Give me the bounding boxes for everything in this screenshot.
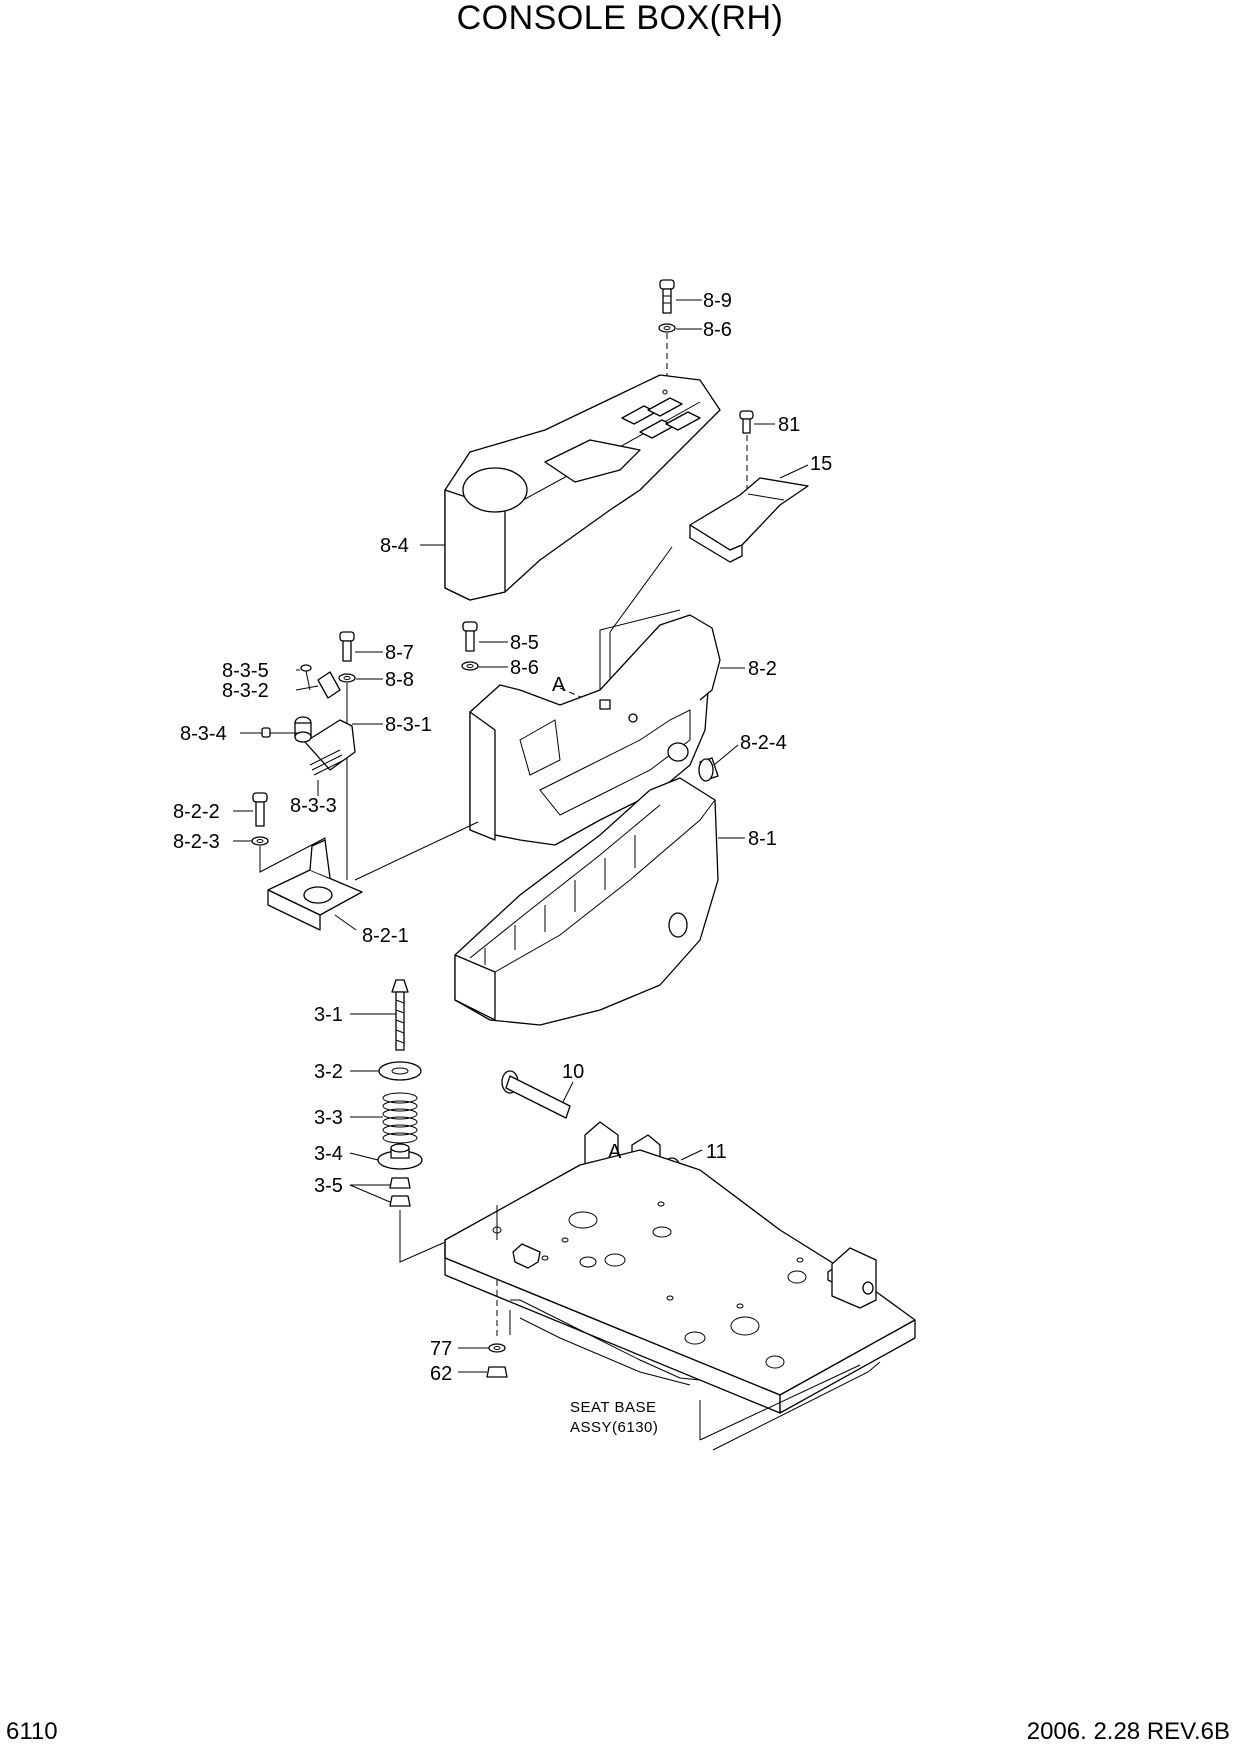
bolt-8-5[interactable] [462,621,478,652]
damper-3-4[interactable] [377,1143,423,1170]
label-3-5: 3-5 [314,1175,343,1197]
bolt-8-9[interactable] [659,279,675,314]
label-10: 10 [562,1061,584,1083]
label-8-1: 8-1 [748,828,777,850]
label-11: 11 [706,1141,727,1163]
switch-assembly-8-3[interactable] [261,664,356,776]
label-8-8: 8-8 [385,669,414,691]
bracket-8-2-1[interactable] [267,839,363,931]
label-62: 62 [430,1363,452,1385]
label-3-1: 3-1 [314,1004,343,1026]
label-15: 15 [810,453,832,475]
label-ref-a-bottom: A [608,1141,622,1163]
label-8-2-2: 8-2-2 [173,801,220,823]
label-8-3-2: 8-3-2 [222,680,269,702]
label-3-2: 3-2 [314,1061,343,1083]
label-8-5: 8-5 [510,632,539,654]
washer-3-2[interactable] [378,1061,422,1081]
bolt-8-7[interactable] [339,631,355,662]
label-81: 81 [778,414,800,436]
washer-8-6-top[interactable] [658,323,676,333]
nut-62[interactable] [486,1366,508,1378]
washer-8-6-mid[interactable] [461,661,479,671]
console-lower-box-8-1[interactable] [454,777,719,1026]
label-3-3: 3-3 [314,1107,343,1129]
page-number: 6110 [6,1718,58,1745]
nut-3-5-upper[interactable] [389,1177,411,1189]
label-8-3-1: 8-3-1 [385,714,432,736]
label-8-3-5: 8-3-5 [222,660,269,682]
label-8-6-top: 8-6 [703,319,732,341]
page-title: CONSOLE BOX(RH) [456,0,784,37]
spring-3-3[interactable] [382,1092,418,1144]
console-bracket-8-2[interactable] [469,609,721,846]
screw-81[interactable] [739,410,754,434]
console-top-cover-8-4[interactable] [444,374,721,601]
label-8-2-1: 8-2-1 [362,925,409,947]
label-8-2-4: 8-2-4 [740,732,787,754]
label-8-3-3: 8-3-3 [290,795,337,817]
label-8-2: 8-2 [748,658,777,680]
bolt-8-2-2[interactable] [252,792,268,827]
label-ref-a-top: A [552,674,566,696]
pin-10[interactable] [501,1070,571,1119]
label-8-7: 8-7 [385,642,414,664]
washer-8-2-3[interactable] [251,836,269,846]
washer-77[interactable] [488,1343,506,1353]
label-8-4: 8-4 [380,535,409,557]
label-8-9: 8-9 [703,290,732,312]
seat-base-note-line1: SEAT BASE [570,1399,656,1416]
label-3-4: 3-4 [314,1143,343,1165]
bushing-8-2-4[interactable] [698,757,719,782]
washer-8-8[interactable] [338,673,356,683]
nut-3-5-lower[interactable] [389,1195,411,1207]
revision-stamp: 2006. 2.28 REV.6B [1026,1718,1230,1745]
bolt-3-1[interactable] [391,979,409,1051]
seat-base-note-line2: ASSY(6130) [570,1419,658,1436]
plate-15[interactable] [689,477,809,563]
seat-base-assy[interactable] [444,1149,916,1451]
label-8-6-mid: 8-6 [510,657,539,679]
label-77: 77 [430,1338,452,1360]
label-8-2-3: 8-2-3 [173,831,220,853]
label-8-3-4: 8-3-4 [180,723,227,745]
